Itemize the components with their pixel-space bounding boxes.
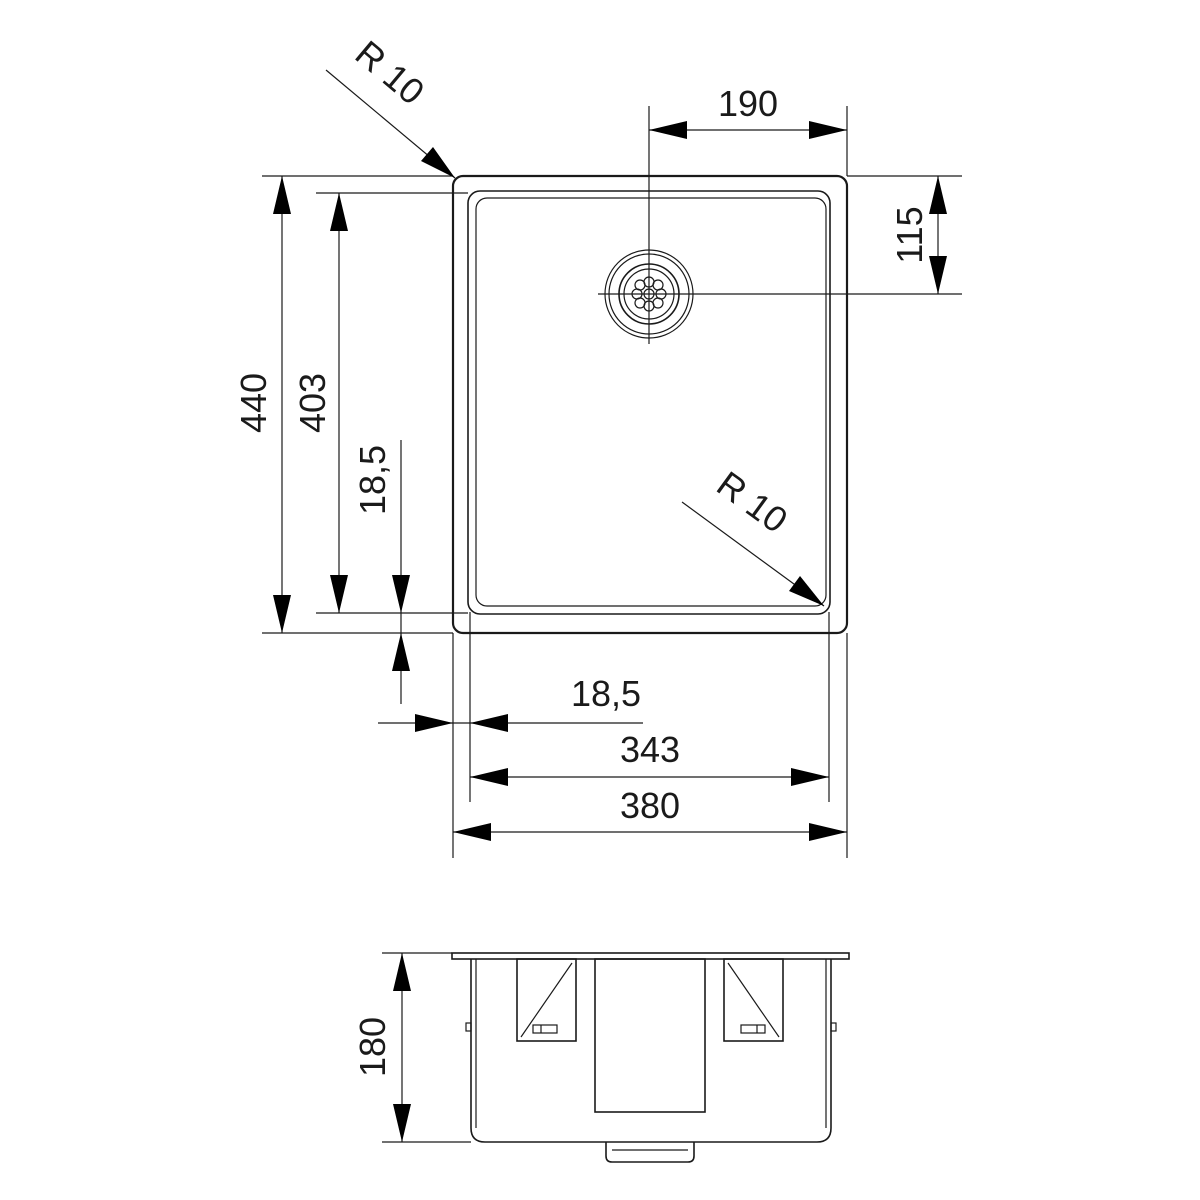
dim-343: 343 [470, 729, 829, 786]
dim-18-5-vertical: 18,5 [352, 440, 410, 704]
drain [598, 106, 962, 344]
dim-440-label: 440 [233, 373, 274, 433]
plan-view: 190 115 440 403 18,5 [233, 32, 962, 858]
sink-bowl-inner-line [475, 197, 827, 607]
radius-callout-inner: R 10 [681, 463, 825, 607]
dim-190: 190 [649, 83, 847, 139]
dim-18-5-vertical-label: 18,5 [352, 445, 393, 515]
dim-380: 380 [453, 785, 847, 841]
dim-343-label: 343 [620, 729, 680, 770]
dim-18-5-horizontal: 18,5 [378, 673, 643, 732]
radius-top-left-label: R 10 [348, 32, 433, 112]
dim-190-label: 190 [718, 83, 778, 124]
dim-18-5-horizontal-label: 18,5 [571, 673, 641, 714]
radius-callout-top-left: R 10 [325, 32, 456, 179]
dim-180: 180 [352, 953, 411, 1142]
dim-380-label: 380 [620, 785, 680, 826]
dim-180-label: 180 [352, 1017, 393, 1077]
side-body [470, 959, 832, 1143]
side-drain-outlet [605, 1142, 695, 1163]
dim-440: 440 [233, 176, 291, 633]
sink-outer-rim [451, 174, 849, 635]
dim-115-label: 115 [889, 206, 930, 263]
side-flange [451, 952, 850, 960]
mounting-bracket-right [723, 958, 784, 1042]
mounting-bracket-left [516, 958, 577, 1042]
dim-115: 115 [889, 176, 947, 294]
dim-403-label: 403 [292, 373, 333, 433]
side-center-panel [594, 958, 706, 1113]
radius-inner-label: R 10 [710, 463, 796, 541]
side-view: 180 [352, 952, 850, 1163]
dim-403: 403 [292, 193, 348, 613]
